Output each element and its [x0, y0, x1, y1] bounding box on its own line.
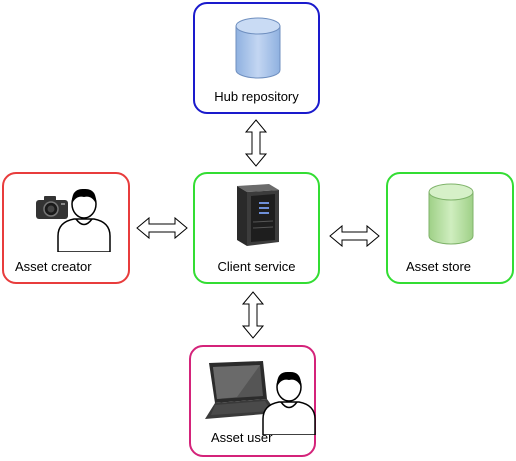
server-icon — [237, 184, 279, 246]
client-service-node[interactable]: Client service — [193, 172, 320, 284]
client-service-label: Client service — [217, 259, 296, 274]
camera-icon — [36, 196, 68, 219]
asset-store-label: Asset store — [406, 259, 472, 274]
person-icon — [57, 188, 111, 252]
hub-repository-node[interactable]: Hub repository — [193, 2, 320, 114]
asset-creator-label: Asset creator — [15, 259, 92, 274]
asset-user-label: Asset user — [211, 430, 273, 445]
arrow-creator-client — [136, 216, 188, 240]
person-icon — [262, 371, 316, 435]
asset-user-node[interactable]: Asset user — [189, 345, 316, 457]
hub-repository-label: Hub repository — [214, 89, 299, 104]
arrow-hub-client — [244, 119, 268, 167]
asset-creator-node[interactable]: Asset creator — [2, 172, 130, 284]
laptop-icon — [205, 361, 277, 419]
asset-store-node[interactable]: Asset store — [386, 172, 514, 284]
arrow-client-store — [329, 224, 380, 248]
arrow-client-user — [241, 291, 265, 339]
database-icon — [235, 17, 281, 79]
database-icon — [428, 183, 474, 245]
